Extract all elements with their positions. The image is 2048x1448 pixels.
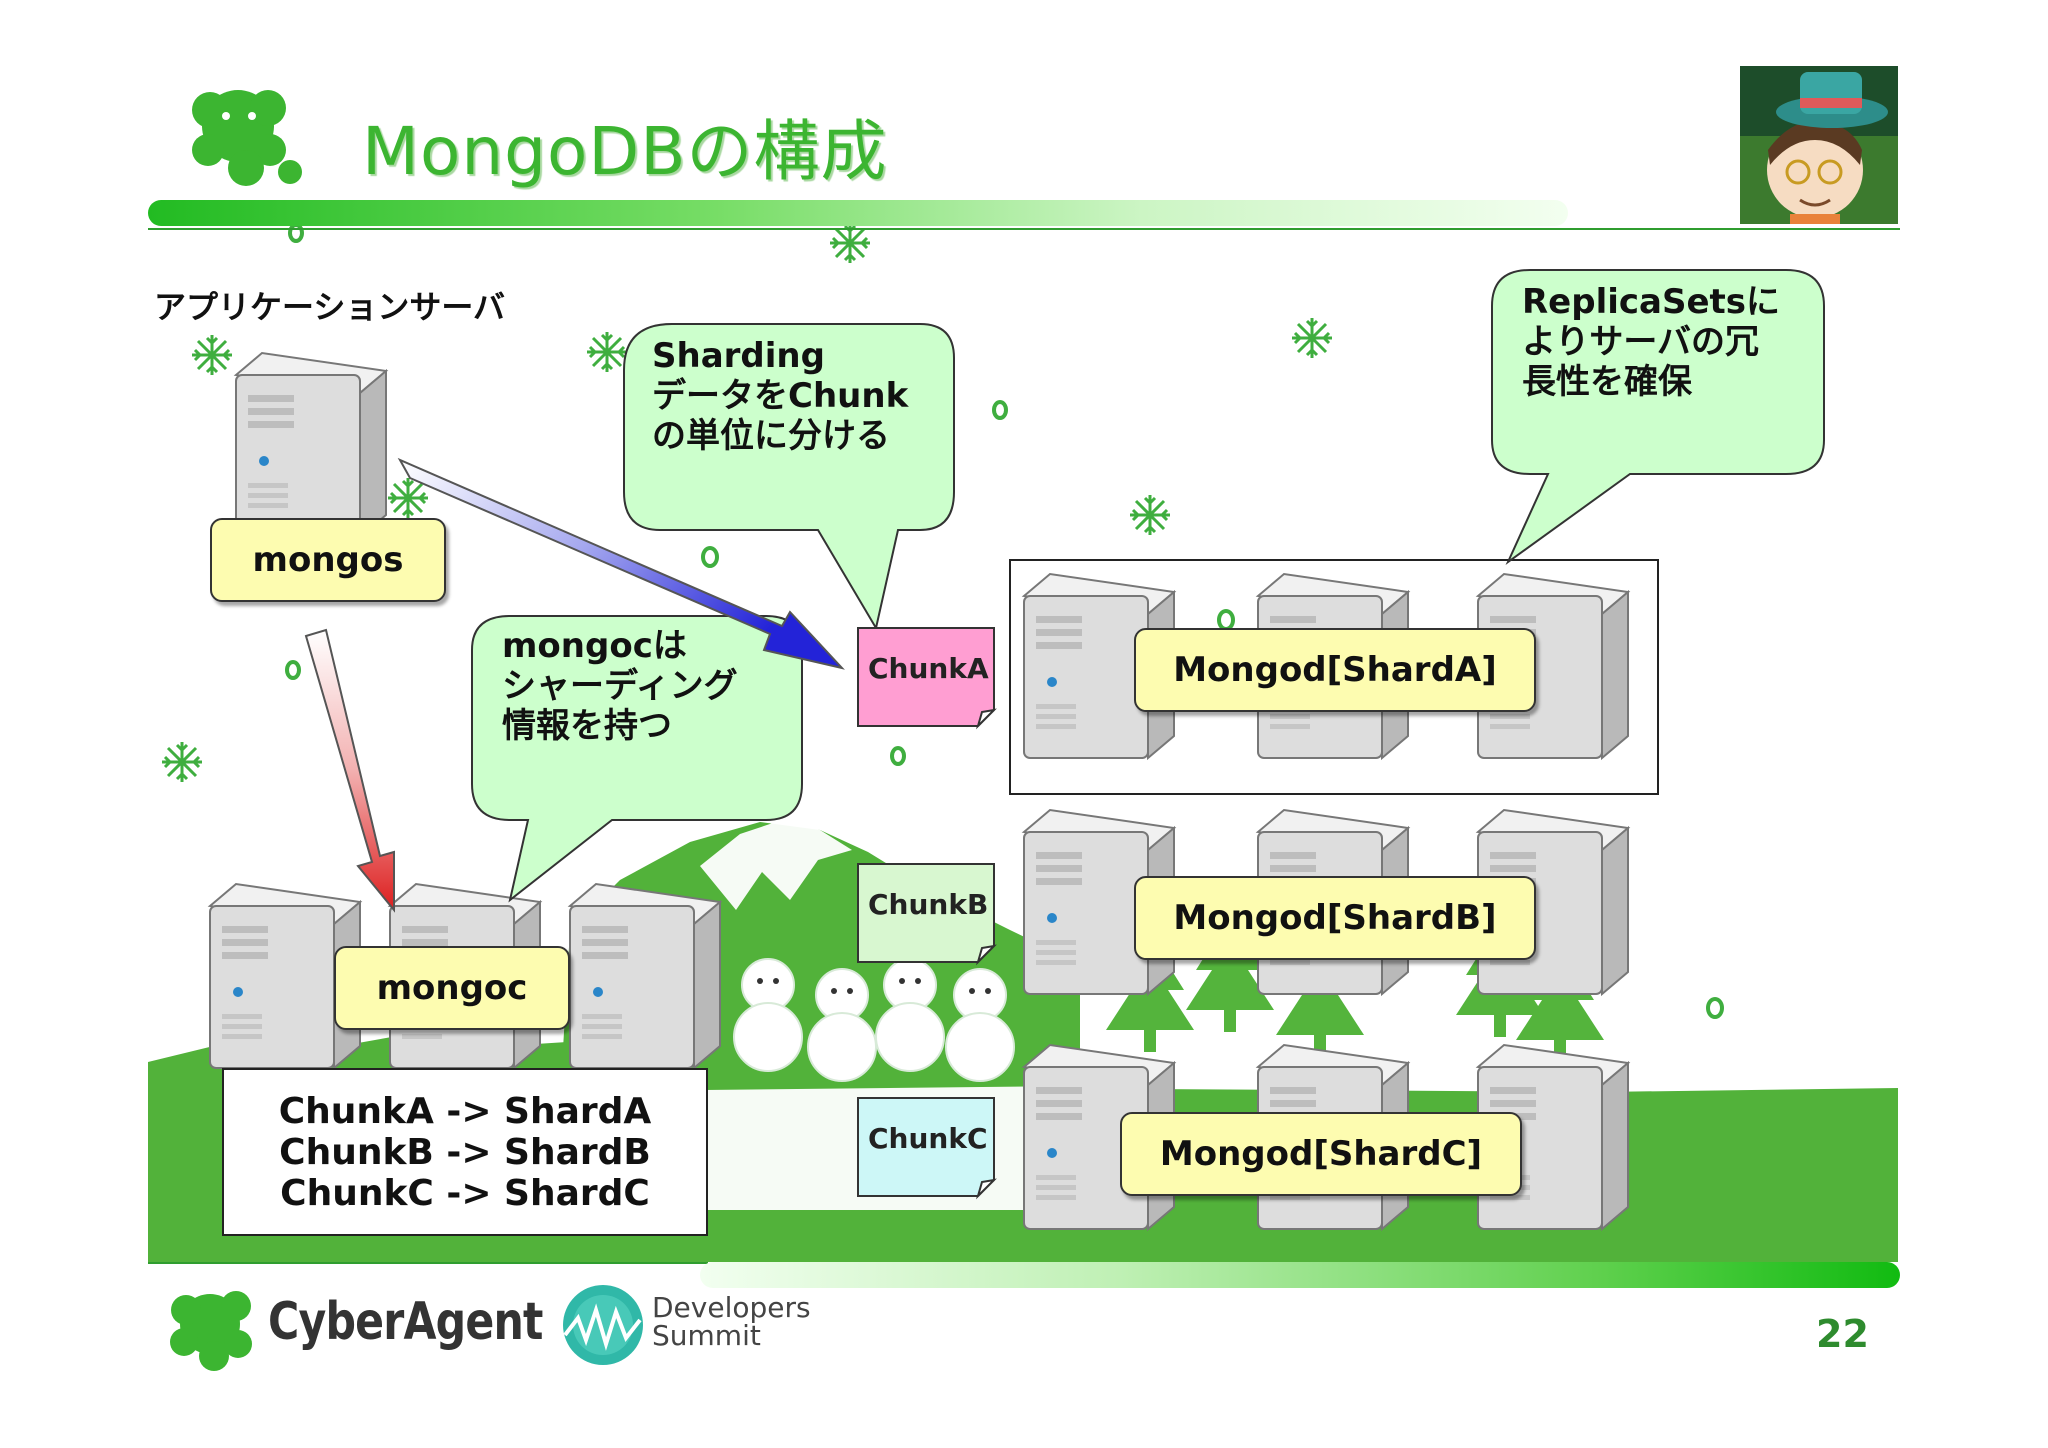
avatar-illustration <box>1740 66 1898 224</box>
page-title: MongoDBの構成 <box>362 113 888 190</box>
arrow-mongos-to-mongoc <box>304 628 395 913</box>
arrow-mongos-to-chunka <box>397 457 845 670</box>
header-divider <box>148 228 1900 230</box>
chunk-shard-mapping: ChunkA -> ShardA ChunkB -> ShardB ChunkC… <box>222 1068 708 1236</box>
mapping-line: ChunkC -> ShardC <box>280 1172 650 1214</box>
mongoc-callout-text: mongocは シャーディング 情報を持つ <box>502 626 738 746</box>
event-line-1: Developers <box>652 1291 811 1324</box>
page-number: 22 <box>1816 1312 1869 1356</box>
callout-line: よりサーバの冗 <box>1522 322 1759 362</box>
app-server-label: アプリケーションサーバ <box>154 288 506 326</box>
replica-callout-text: ReplicaSetsに よりサーバの冗 長性を確保 <box>1522 282 1780 402</box>
event-line-2: Summit <box>652 1319 761 1352</box>
callout-line: の単位に分ける <box>652 416 890 456</box>
shard-a-label-text: Mongod[ShardA] <box>1173 650 1497 690</box>
callout-line: データをChunk <box>652 376 909 416</box>
replica-callout-shape <box>1491 269 1825 566</box>
shard-a-label: Mongod[ShardA] <box>1134 628 1536 712</box>
developers-summit-logo <box>563 1285 643 1365</box>
callout-line: Sharding <box>652 336 825 376</box>
callout-line: シャーディング <box>502 666 738 706</box>
mongos-label: mongos <box>210 518 446 602</box>
shard-b-label-text: Mongod[ShardB] <box>1173 898 1497 938</box>
chunk-b-shape <box>857 863 997 966</box>
callout-line: ReplicaSetsに <box>1522 282 1781 322</box>
mongoc-label-text: mongoc <box>376 968 528 1008</box>
company-logo-text: CyberAgent <box>268 1292 543 1352</box>
sharding-callout-text: Sharding データをChunk の単位に分ける <box>652 336 908 456</box>
event-logo-text: Developers Summit <box>652 1294 811 1350</box>
shard-b-label: Mongod[ShardB] <box>1134 876 1536 960</box>
header-bar <box>148 200 1568 226</box>
callout-line: mongocは <box>502 626 687 666</box>
footer-bar <box>700 1262 1900 1288</box>
chunk-b-label: ChunkB <box>868 888 989 921</box>
footer-divider <box>148 1262 708 1264</box>
callout-line: 情報を持つ <box>502 706 672 746</box>
shard-c-label: Mongod[ShardC] <box>1120 1112 1522 1196</box>
replica-set-frame <box>1009 559 1659 795</box>
callout-line: 長性を確保 <box>1522 362 1692 402</box>
chunk-a-shape <box>857 627 997 730</box>
mapping-line: ChunkA -> ShardA <box>278 1090 652 1132</box>
sharding-callout-shape <box>623 323 955 631</box>
mapping-line: ChunkB -> ShardB <box>279 1131 651 1173</box>
chunk-c-shape <box>857 1097 997 1200</box>
mongos-label-text: mongos <box>252 540 404 580</box>
logo-blob <box>192 90 302 186</box>
footer-logo-blob <box>170 1291 252 1371</box>
shard-c-label-text: Mongod[ShardC] <box>1159 1134 1483 1174</box>
chunk-a-label: ChunkA <box>868 652 989 685</box>
mongoc-label: mongoc <box>334 946 570 1030</box>
chunk-c-label: ChunkC <box>868 1122 988 1155</box>
